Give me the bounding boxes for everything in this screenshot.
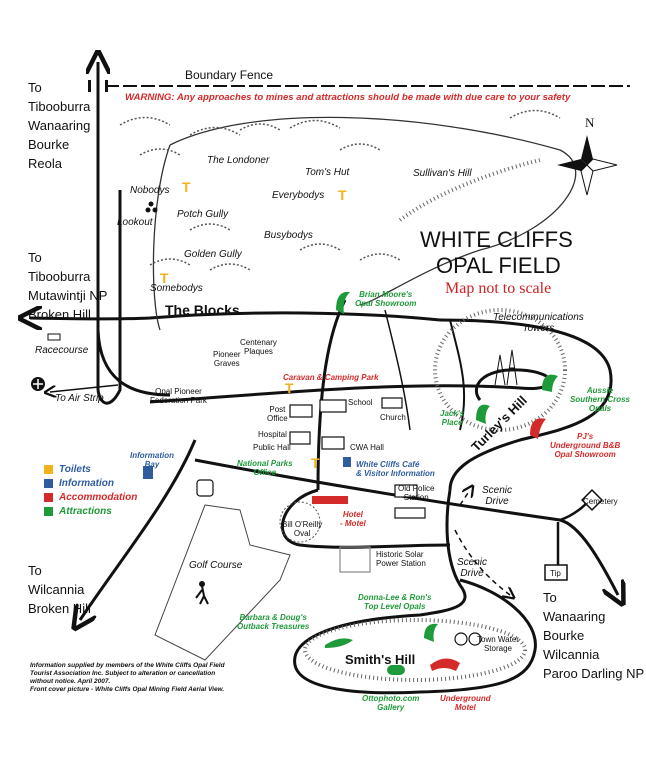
label-church: Church — [380, 413, 406, 422]
school-icon — [319, 399, 347, 413]
label-racecourse: Racecourse — [35, 345, 89, 356]
label-the-blocks: The Blocks — [165, 302, 240, 318]
post-office-icon — [289, 404, 313, 418]
label-hospital: Hospital — [258, 430, 287, 439]
legend-information: Information — [44, 476, 137, 490]
attraction-marker — [542, 374, 558, 392]
label-the-londoner: The Londoner — [207, 155, 270, 166]
information-visitor-centre[interactable]: White Cliffs Café& Visitor Information — [356, 460, 435, 478]
accommodation-marker — [530, 418, 546, 439]
air-strip-icon — [31, 377, 45, 391]
accommodation-marker — [430, 658, 460, 671]
accommodation-swatch-icon — [44, 492, 53, 502]
label-public-hall: Public Hall — [253, 443, 291, 452]
cwa-hall-icon — [321, 436, 345, 450]
north-compass-icon — [557, 135, 618, 196]
toilet-icon: T — [338, 187, 347, 203]
visitor-info-icon — [343, 457, 351, 467]
label-everybodys: Everybodys — [272, 190, 325, 201]
accommodation-hotel-motel[interactable]: Hotel- Motel — [340, 510, 366, 528]
compass-north-label: N — [585, 115, 595, 130]
boundary-fence-label: Boundary Fence — [185, 68, 274, 82]
toilet-icon: T — [160, 270, 169, 286]
label-smiths-hill: Smith's Hill — [345, 652, 416, 667]
label-cemetery: Cemetery — [583, 497, 618, 506]
telecom-tower-icon — [494, 349, 518, 386]
label-somebodys: Somebodys — [150, 283, 203, 294]
label-school: School — [348, 398, 373, 407]
label-golden-gully: Golden Gully — [184, 249, 242, 260]
toilet-swatch-icon — [44, 464, 53, 474]
attraction-marker — [336, 291, 350, 314]
label-lookout: Lookout — [117, 217, 153, 228]
accommodation-caravan-park[interactable]: Caravan & Camping Park — [283, 373, 379, 382]
golfer-icon — [195, 581, 209, 605]
label-nobodys: Nobodys — [130, 185, 170, 196]
road-main-street — [149, 368, 552, 404]
footer-credits: Information supplied by members of the W… — [30, 662, 225, 693]
road-east — [194, 458, 618, 595]
racecourse-icon — [47, 333, 61, 341]
map-legend: Toilets Information Accommodation Attrac… — [44, 462, 137, 518]
label-cwa-hall: CWA Hall — [350, 443, 384, 452]
safety-warning: WARNING: Any approaches to mines and att… — [125, 92, 571, 103]
label-tip: Tip — [550, 569, 561, 578]
legend-accommodation: Accommodation — [44, 490, 137, 504]
church-icon — [381, 397, 403, 409]
information-bay-icon — [143, 466, 153, 479]
attraction-marker — [387, 665, 405, 675]
toilet-icon: T — [311, 455, 320, 471]
air-strip-label: To Air Strip — [55, 393, 104, 404]
map-title-line1: WHITE CLIFFS — [420, 227, 573, 252]
hotel-motel-icon — [312, 496, 348, 504]
road-west — [30, 313, 441, 320]
label-potch-gully: Potch Gully — [177, 209, 229, 220]
scale-note: Map not to scale — [445, 280, 552, 297]
attraction-marker — [424, 623, 438, 642]
label-toms-hut: Tom's Hut — [305, 167, 350, 178]
attraction-marker — [325, 638, 353, 648]
label-golf-course: Golf Course — [189, 560, 243, 571]
attraction-marker — [476, 404, 490, 424]
toilet-icon: T — [182, 179, 191, 195]
map-title-line2: OPAL FIELD — [436, 253, 561, 278]
toilet-icon: T — [285, 380, 294, 396]
legend-attractions: Attractions — [44, 504, 137, 518]
road-southwest — [80, 439, 197, 620]
attraction-swatch-icon — [44, 506, 53, 516]
label-busybodys: Busybodys — [264, 230, 313, 241]
label-sullivans-hill: Sullivan's Hill — [413, 168, 472, 179]
legend-toilets: Toilets — [44, 462, 137, 476]
information-swatch-icon — [44, 478, 53, 488]
golf-course-boundary — [154, 504, 291, 661]
lookout-icon — [145, 201, 158, 213]
